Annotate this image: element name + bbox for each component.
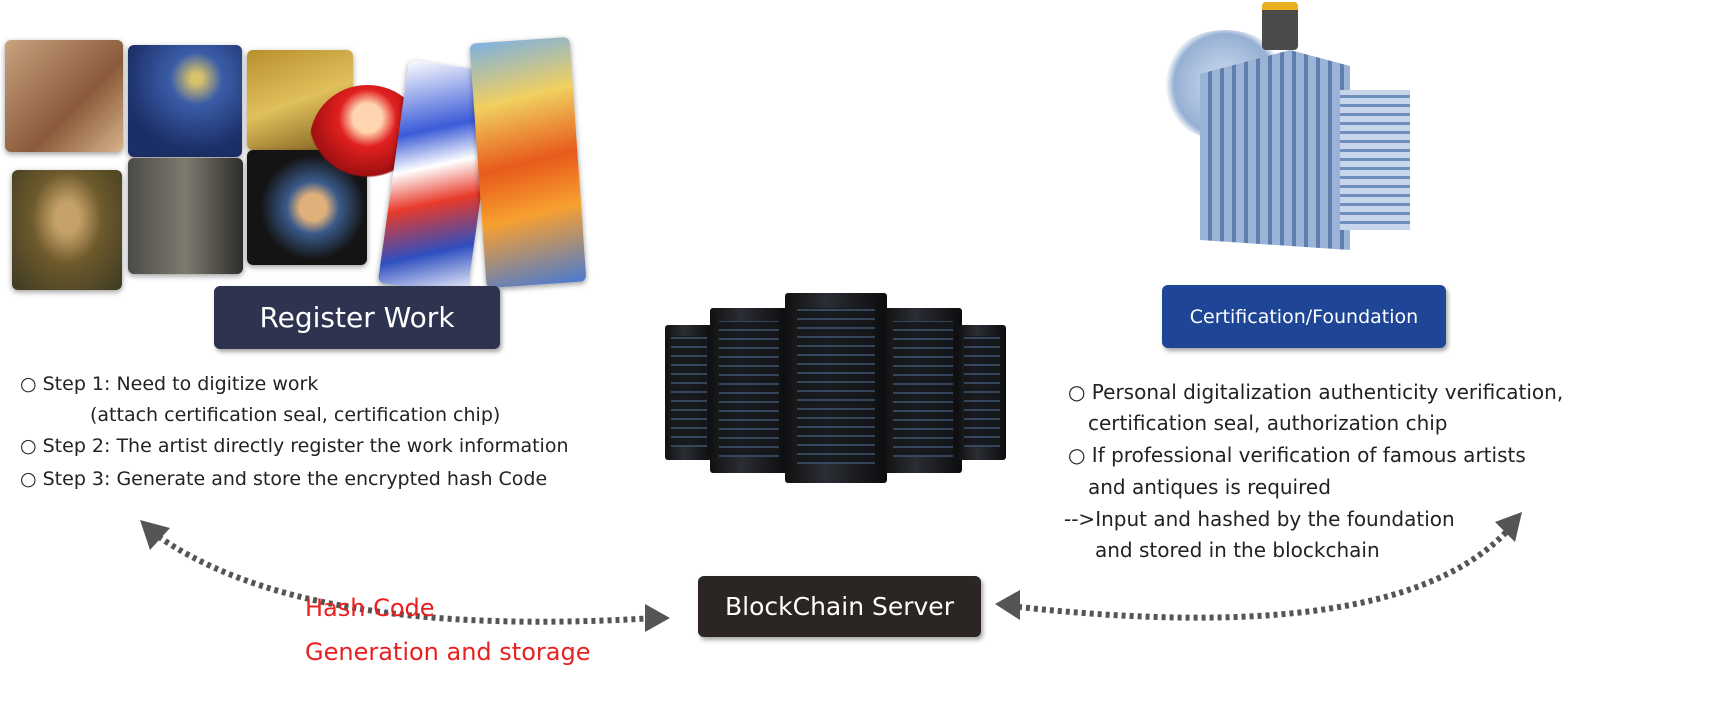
painting-starry-night (128, 45, 242, 157)
hash-code-label: Hash Code (305, 594, 435, 622)
arrowhead-left-right (645, 604, 670, 632)
painting-creation-of-adam (5, 40, 123, 152)
server-rack (710, 308, 788, 473)
server-rack (884, 308, 962, 473)
register-step-3: ○ Step 3: Generate and store the encrypt… (20, 468, 548, 490)
cert-line-6: and stored in the blockchain (1095, 538, 1380, 562)
register-step-1-detail: (attach certification seal, certificatio… (90, 404, 501, 426)
right-dotted-arrow (1009, 525, 1513, 621)
server-rack (958, 325, 1006, 460)
register-work-label: Register Work (214, 286, 500, 349)
server-rack (665, 325, 713, 460)
blockchain-server-label: BlockChain Server (698, 576, 981, 637)
building-wing (1340, 90, 1410, 230)
register-step-1: ○ Step 1: Need to digitize work (20, 373, 319, 395)
left-dotted-arrow (150, 529, 656, 625)
cert-line-4: and antiques is required (1088, 475, 1331, 499)
blockchain-server-title: BlockChain Server (725, 592, 954, 621)
arrowhead-right-left (995, 590, 1020, 620)
arrowhead-right-up (1495, 512, 1522, 542)
cert-line-2: certification seal, authorization chip (1088, 411, 1448, 435)
cert-line-1: ○ Personal digitalization authenticity v… (1068, 380, 1564, 404)
cert-line-5: -->Input and hashed by the foundation (1064, 507, 1455, 531)
generation-storage-label: Generation and storage (305, 638, 591, 666)
certification-foundation-title: Certification/Foundation (1189, 305, 1419, 328)
painting-whistlers-mother (128, 158, 243, 274)
building-tower (1200, 50, 1350, 250)
cert-line-3: ○ If professional verification of famous… (1068, 443, 1526, 467)
arrowhead-left-up (140, 520, 170, 550)
register-work-title: Register Work (259, 301, 455, 334)
padlock-icon (1262, 2, 1298, 50)
register-step-2: ○ Step 2: The artist directly register t… (20, 435, 569, 457)
server-rack (785, 293, 887, 483)
certification-foundation-label: Certification/Foundation (1162, 285, 1446, 348)
painting-mona-lisa (12, 170, 122, 290)
